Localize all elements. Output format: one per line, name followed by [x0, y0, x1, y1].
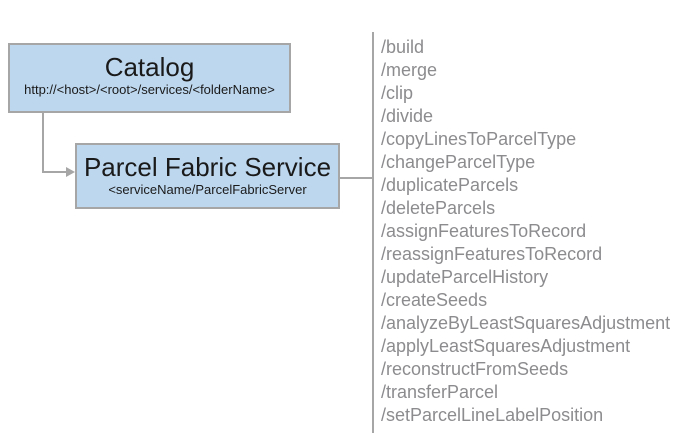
operation-endpoint: /analyzeByLeastSquaresAdjustment [381, 313, 671, 333]
operation-endpoint: /duplicateParcels [381, 175, 519, 195]
service-to-operations-connector [340, 177, 372, 179]
operation-endpoint: /clip [381, 83, 414, 103]
operations-rail-line [372, 32, 374, 433]
operation-endpoint: /build [381, 37, 425, 57]
operation-endpoint: /createSeeds [381, 290, 488, 310]
parcel-fabric-service-node: Parcel Fabric Service <serviceName/Parce… [75, 143, 340, 209]
operation-endpoint: /updateParcelHistory [381, 267, 549, 287]
catalog-url-template: http://<host>/<root>/services/<folderNam… [24, 82, 275, 97]
service-path-template: <serviceName/ParcelFabricServer [108, 182, 307, 197]
catalog-node: Catalog http://<host>/<root>/services/<f… [8, 43, 291, 113]
operation-endpoint: /applyLeastSquaresAdjustment [381, 336, 631, 356]
arrow-head-icon [66, 167, 75, 177]
catalog-to-service-connector-horizontal [42, 171, 67, 173]
operations-list: /build /merge /clip /divide /copyLinesTo… [381, 36, 670, 427]
catalog-title: Catalog [104, 52, 195, 82]
operation-endpoint: /assignFeaturesToRecord [381, 221, 587, 241]
operation-endpoint: /changeParcelType [381, 152, 536, 172]
catalog-to-service-connector-vertical [42, 113, 44, 173]
operation-endpoint: /merge [381, 60, 438, 80]
service-title: Parcel Fabric Service [83, 152, 332, 182]
operation-endpoint: /reassignFeaturesToRecord [381, 244, 603, 264]
operation-endpoint: /divide [381, 106, 434, 126]
operation-endpoint: /copyLinesToParcelType [381, 129, 577, 149]
operation-endpoint: /reconstructFromSeeds [381, 359, 569, 379]
operation-endpoint: /transferParcel [381, 382, 499, 402]
operation-endpoint: /deleteParcels [381, 198, 496, 218]
operation-endpoint: /setParcelLineLabelPosition [381, 405, 604, 425]
